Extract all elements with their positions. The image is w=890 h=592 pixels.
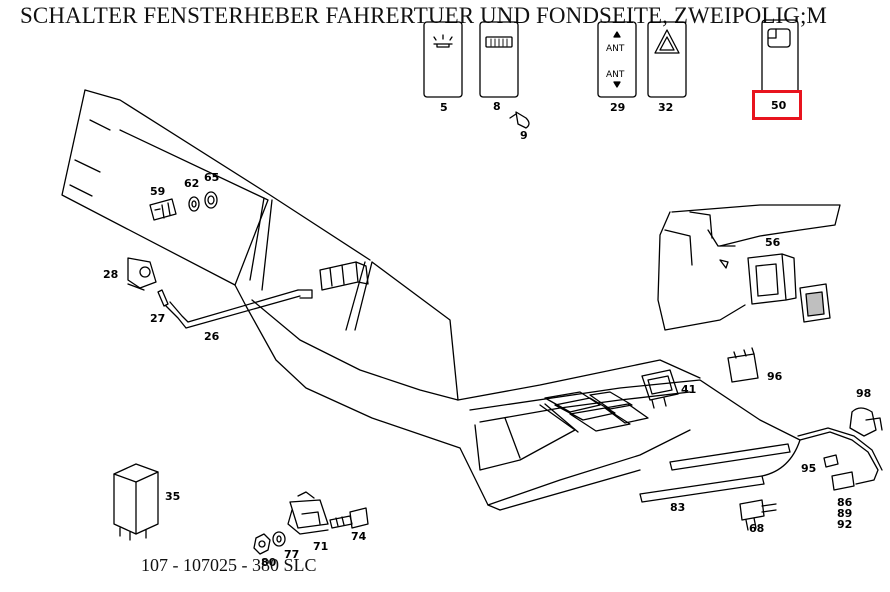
switch-button-32[interactable] bbox=[647, 21, 687, 98]
callout-29[interactable]: 29 bbox=[610, 101, 626, 114]
selected-part-highlight[interactable] bbox=[752, 90, 802, 120]
switch-button-50[interactable] bbox=[761, 19, 799, 93]
callout-74[interactable]: 74 bbox=[351, 530, 367, 543]
dashboard-outline bbox=[61, 89, 801, 511]
part-28 bbox=[127, 257, 157, 291]
harness-95 bbox=[797, 427, 883, 491]
wire-83 bbox=[639, 439, 801, 503]
callout-27[interactable]: 27 bbox=[150, 312, 166, 325]
hazard-triangle-icon bbox=[654, 29, 680, 54]
callout-62[interactable]: 62 bbox=[184, 177, 200, 190]
callout-96[interactable]: 96 bbox=[767, 370, 783, 383]
callout-41[interactable]: 41 bbox=[681, 383, 697, 396]
callout-5[interactable]: 5 bbox=[440, 101, 448, 114]
callout-68[interactable]: 68 bbox=[749, 522, 765, 535]
callout-83[interactable]: 83 bbox=[670, 501, 686, 514]
part-96 bbox=[727, 347, 759, 383]
interior-light-icon bbox=[433, 34, 453, 48]
model-caption: 107 - 107025 - 380 SLC bbox=[141, 555, 317, 575]
cable-26 bbox=[157, 289, 313, 329]
callout-89[interactable]: 89 bbox=[837, 507, 853, 520]
callout-95[interactable]: 95 bbox=[801, 462, 817, 475]
antenna-up-down-icon: ANT ANT bbox=[606, 31, 625, 88]
callout-98[interactable]: 98 bbox=[856, 387, 872, 400]
part-62 bbox=[188, 196, 200, 212]
part-59 bbox=[149, 198, 177, 221]
ant-down-label: ANT bbox=[606, 70, 625, 80]
callout-65[interactable]: 65 bbox=[204, 171, 220, 184]
callout-56[interactable]: 56 bbox=[765, 236, 781, 249]
part-68 bbox=[739, 499, 777, 531]
switch-button-8[interactable] bbox=[479, 21, 519, 98]
callout-28[interactable]: 28 bbox=[103, 268, 119, 281]
part-56 bbox=[747, 253, 831, 323]
window-switch-icon bbox=[767, 28, 791, 48]
bulb-9 bbox=[509, 111, 530, 129]
part-80 bbox=[253, 533, 271, 555]
part-41 bbox=[641, 369, 679, 409]
callout-59[interactable]: 59 bbox=[150, 185, 166, 198]
ant-up-label: ANT bbox=[606, 44, 625, 54]
callout-9[interactable]: 9 bbox=[520, 129, 528, 142]
part-35 bbox=[113, 463, 159, 541]
callout-50[interactable]: 50 bbox=[771, 99, 787, 112]
callout-77[interactable]: 77 bbox=[284, 548, 300, 561]
callout-32[interactable]: 32 bbox=[658, 101, 674, 114]
part-98 bbox=[849, 407, 883, 437]
connector-dash bbox=[319, 261, 369, 291]
callout-92[interactable]: 92 bbox=[837, 518, 853, 531]
diagram-title: SCHALTER FENSTERHEBER FAHRERTUER UND FON… bbox=[20, 3, 827, 28]
callout-8[interactable]: 8 bbox=[493, 100, 501, 113]
part-71 bbox=[287, 491, 329, 535]
console-section bbox=[657, 204, 841, 331]
part-65 bbox=[204, 191, 218, 209]
callout-80[interactable]: 80 bbox=[261, 556, 277, 569]
part-74 bbox=[329, 507, 369, 529]
part-77 bbox=[272, 531, 286, 547]
switch-button-5[interactable] bbox=[423, 21, 463, 98]
callout-71[interactable]: 71 bbox=[313, 540, 329, 553]
callout-26[interactable]: 26 bbox=[204, 330, 220, 343]
callout-86[interactable]: 86 bbox=[837, 496, 853, 509]
callout-35[interactable]: 35 bbox=[165, 490, 181, 503]
rear-defrost-icon bbox=[485, 36, 513, 48]
switch-button-29[interactable]: ANT ANT bbox=[597, 21, 637, 98]
